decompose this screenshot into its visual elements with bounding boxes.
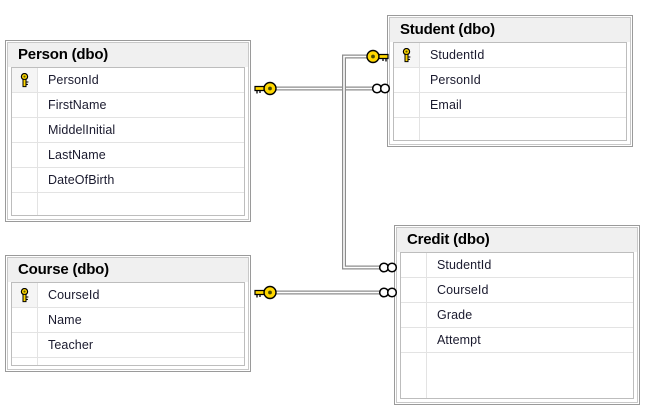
- empty-row: [12, 193, 244, 216]
- key-icon: [12, 68, 38, 92]
- column-row[interactable]: StudentId: [401, 253, 633, 278]
- column-name: StudentId: [430, 48, 485, 62]
- column-gutter: [12, 308, 38, 332]
- column-row[interactable]: PersonId: [394, 68, 626, 93]
- empty-row: [12, 358, 244, 366]
- empty-row: [401, 353, 633, 399]
- key-icon: [12, 283, 38, 307]
- column-name: PersonId: [430, 73, 481, 87]
- infinity-icon: [371, 83, 391, 94]
- column-gutter: [12, 358, 38, 365]
- column-name: FirstName: [48, 98, 107, 112]
- column-gutter: [401, 303, 427, 327]
- column-name: Teacher: [48, 338, 94, 352]
- column-gutter: [401, 278, 427, 302]
- column-row[interactable]: Email: [394, 93, 626, 118]
- column-gutter: [401, 253, 427, 277]
- key-icon: [254, 81, 277, 96]
- entity-title[interactable]: Course (dbo): [8, 258, 248, 282]
- column-row[interactable]: PersonId: [12, 68, 244, 93]
- column-gutter: [12, 143, 38, 167]
- entity-title[interactable]: Credit (dbo): [397, 228, 637, 252]
- empty-row: [394, 118, 626, 141]
- key-icon: [254, 285, 277, 300]
- column-name: Grade: [437, 308, 473, 322]
- column-gutter: [401, 353, 427, 398]
- column-name: PersonId: [48, 73, 99, 87]
- column-row[interactable]: CourseId: [401, 278, 633, 303]
- column-name: MiddelInitial: [48, 123, 116, 137]
- column-row[interactable]: Attempt: [401, 328, 633, 353]
- column-name: Name: [48, 313, 82, 327]
- column-gutter: [12, 193, 38, 215]
- column-gutter: [394, 93, 420, 117]
- infinity-icon: [378, 262, 398, 273]
- column-gutter: [12, 333, 38, 357]
- column-name: Attempt: [437, 333, 481, 347]
- column-row[interactable]: StudentId: [394, 43, 626, 68]
- entity-title[interactable]: Person (dbo): [8, 43, 248, 67]
- column-name: DateOfBirth: [48, 173, 115, 187]
- column-gutter: [12, 93, 38, 117]
- column-row[interactable]: Teacher: [12, 333, 244, 358]
- column-name: StudentId: [437, 258, 492, 272]
- column-name: LastName: [48, 148, 106, 162]
- key-icon: [366, 49, 389, 64]
- column-gutter: [12, 118, 38, 142]
- column-row[interactable]: MiddelInitial: [12, 118, 244, 143]
- column-name: CourseId: [437, 283, 489, 297]
- column-row[interactable]: Name: [12, 308, 244, 333]
- column-row[interactable]: Grade: [401, 303, 633, 328]
- column-name: Email: [430, 98, 462, 112]
- column-gutter: [12, 168, 38, 192]
- column-gutter: [401, 328, 427, 352]
- column-row[interactable]: DateOfBirth: [12, 168, 244, 193]
- column-row[interactable]: LastName: [12, 143, 244, 168]
- column-row[interactable]: FirstName: [12, 93, 244, 118]
- infinity-icon: [378, 287, 398, 298]
- column-gutter: [394, 68, 420, 92]
- column-row[interactable]: CourseId: [12, 283, 244, 308]
- key-icon: [394, 43, 420, 67]
- entity-title[interactable]: Student (dbo): [390, 18, 630, 42]
- column-gutter: [394, 118, 420, 140]
- column-name: CourseId: [48, 288, 100, 302]
